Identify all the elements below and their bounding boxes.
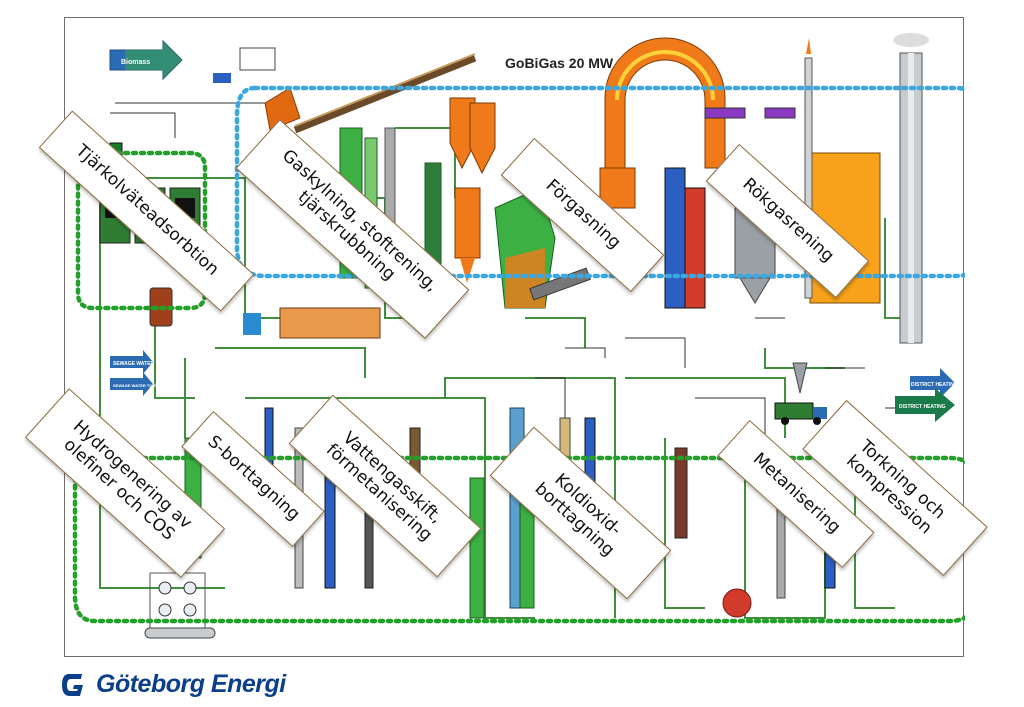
biomass-conveyor <box>213 47 477 134</box>
diagram-title: GoBiGas 20 MW <box>505 55 614 71</box>
sewage-water-arrows: SEWAGE WATER SEWAGE WATER TO ETA RP <box>110 350 168 396</box>
district-heating-label-top: DISTRICT HEATING <box>911 382 958 388</box>
district-heating-arrows: DISTRICT HEATING DISTRICT HEATING <box>895 368 958 422</box>
biomass-label: Biomass <box>121 59 150 66</box>
sewage-water-label: SEWAGE WATER <box>113 361 154 367</box>
goteborg-energi-logo-icon <box>62 673 83 696</box>
ash-truck <box>774 362 827 425</box>
biomass-input-arrow: Biomass <box>109 39 183 81</box>
goteborg-energi-logo: Göteborg Energi <box>60 670 286 699</box>
district-heating-label-bottom: DISTRICT HEATING <box>899 404 946 410</box>
sewage-water-eta-label: SEWAGE WATER TO ETA RP <box>113 383 168 388</box>
process-schematic: Biomass <box>72 33 965 639</box>
process-diagram-frame: Biomass <box>64 17 965 657</box>
logo-text: Göteborg Energi <box>96 670 286 698</box>
cyclone-separators <box>449 97 496 283</box>
gasification-dotted-loop <box>234 85 965 279</box>
